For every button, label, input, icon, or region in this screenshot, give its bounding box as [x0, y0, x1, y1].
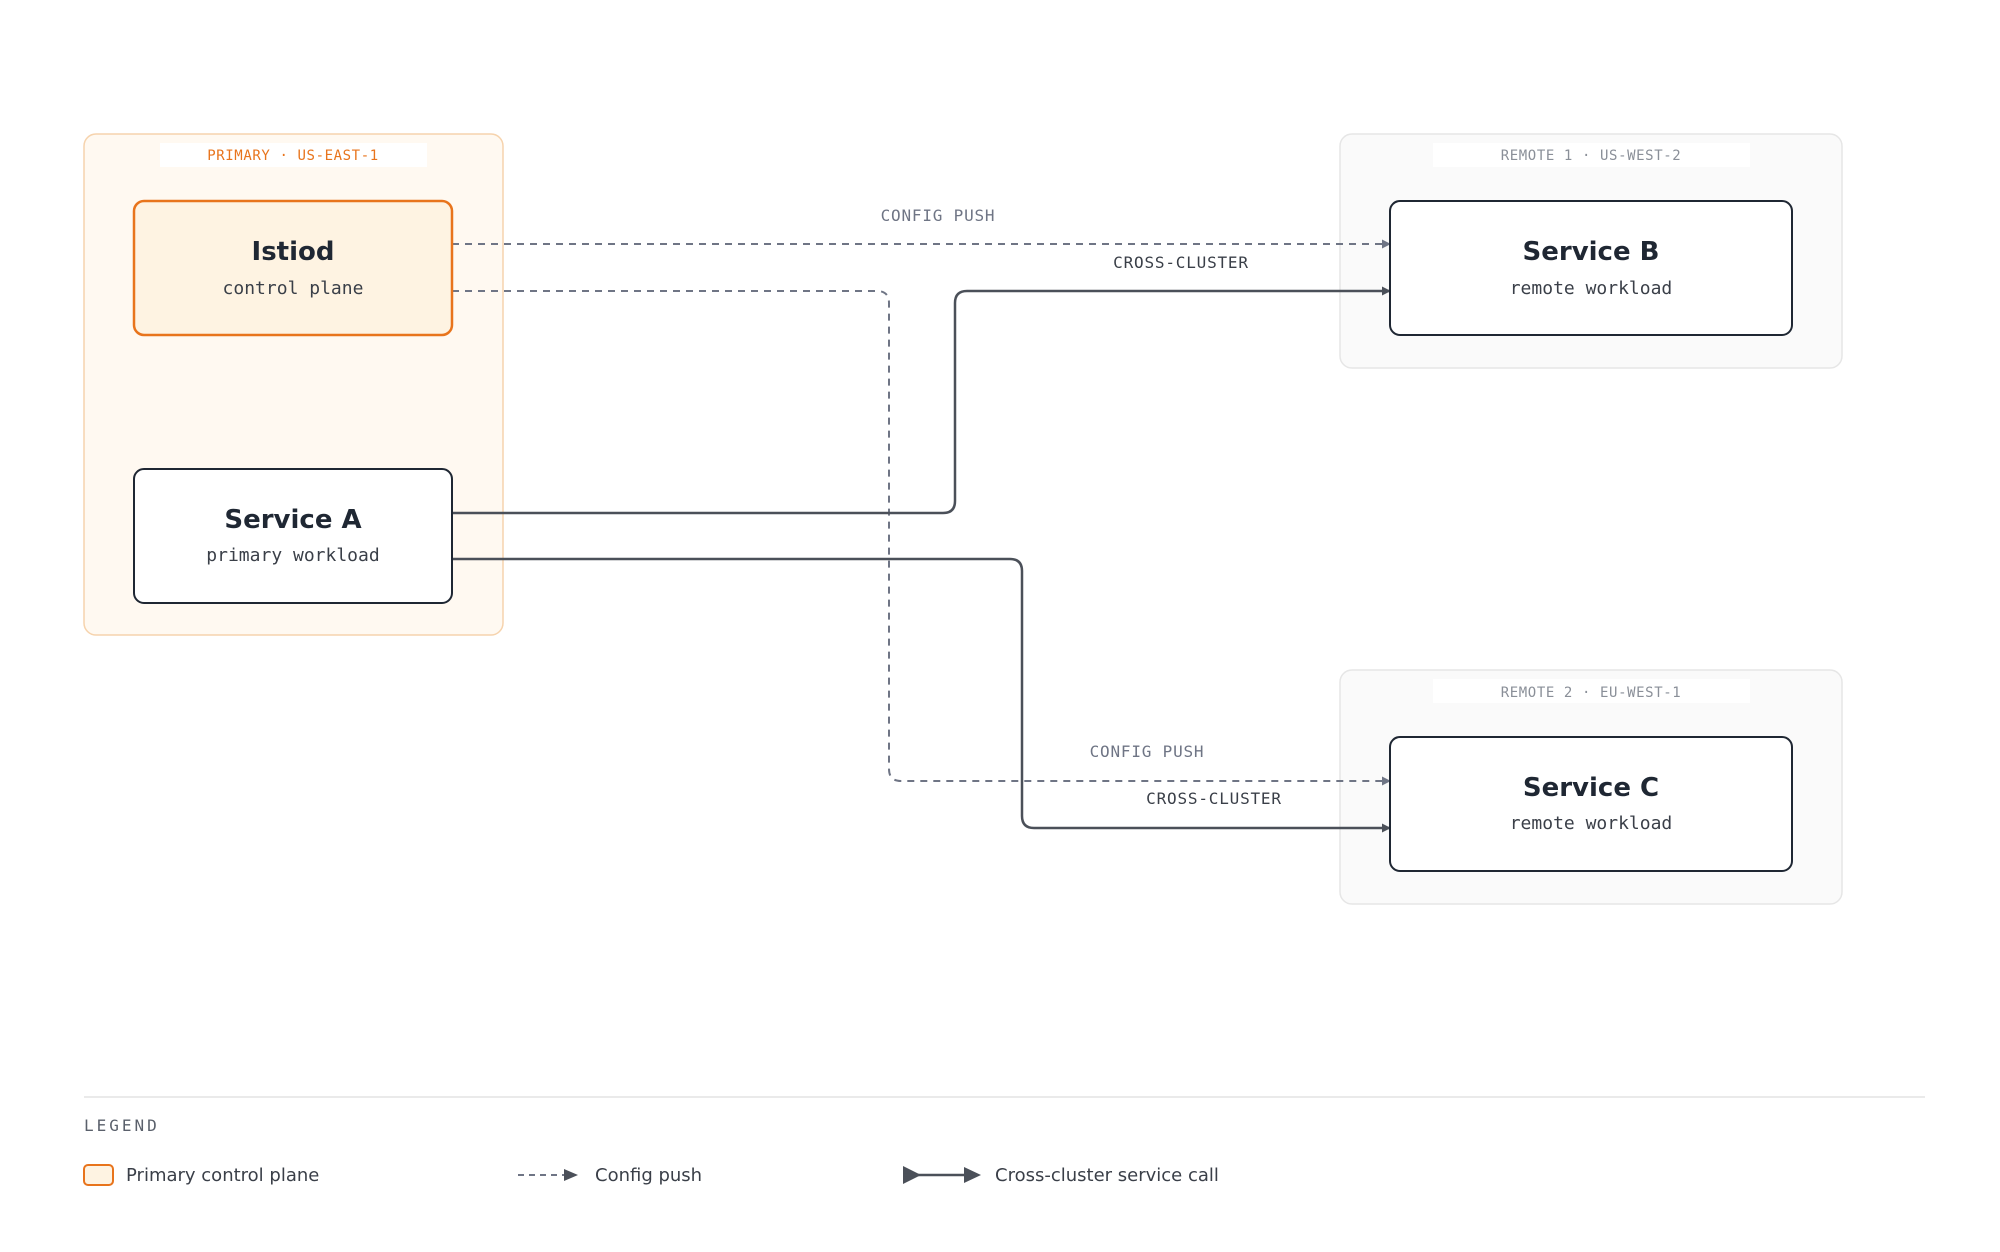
region-primary-label: PRIMARY · US-EAST-1	[207, 148, 379, 164]
legend: LEGEND Primary control plane Config push…	[83, 1096, 1925, 1186]
node-service-b[interactable]: Service B remote workload	[1389, 200, 1793, 336]
legend-item-label: Primary control plane	[126, 1165, 319, 1186]
legend-item-primary-control-plane: Primary control plane	[83, 1164, 319, 1186]
node-service-c-title: Service C	[1523, 773, 1659, 803]
legend-item-config-push: Config push	[518, 1165, 702, 1186]
node-service-b-subtitle: remote workload	[1510, 278, 1673, 299]
node-service-a-title: Service A	[224, 505, 361, 535]
region-remote-1-label: REMOTE 1 · US-WEST-2	[1501, 148, 1682, 164]
dashed-arrow-icon	[518, 1169, 578, 1181]
edge-config-push-c	[452, 290, 1391, 786]
edge-cross-cluster-c	[452, 557, 1391, 833]
edge-label-config-push-c: CONFIG PUSH	[1090, 742, 1205, 761]
node-service-a-subtitle: primary workload	[206, 545, 379, 566]
node-service-c-subtitle: remote workload	[1510, 813, 1673, 834]
node-istiod-subtitle: control plane	[223, 278, 364, 299]
edge-label-cross-cluster-c: CROSS-CLUSTER	[1146, 789, 1282, 808]
edge-cross-cluster-b	[452, 286, 1391, 515]
node-service-b-title: Service B	[1523, 237, 1660, 267]
node-service-a[interactable]: Service A primary workload	[133, 468, 453, 604]
swatch-icon	[83, 1164, 114, 1186]
solid-arrow-icon	[903, 1166, 981, 1184]
node-service-c[interactable]: Service C remote workload	[1389, 736, 1793, 872]
legend-item-label: Cross-cluster service call	[995, 1165, 1219, 1186]
legend-item-label: Config push	[595, 1165, 702, 1186]
legend-item-cross-cluster: Cross-cluster service call	[903, 1165, 1219, 1186]
region-remote-2-label: REMOTE 2 · EU-WEST-1	[1501, 685, 1682, 701]
edge-label-config-push-b: CONFIG PUSH	[881, 206, 996, 225]
node-istiod-title: Istiod	[252, 237, 335, 267]
edge-label-cross-cluster-b: CROSS-CLUSTER	[1113, 253, 1249, 272]
legend-title: LEGEND	[84, 1116, 160, 1135]
node-istiod[interactable]: Istiod control plane	[132, 199, 454, 337]
